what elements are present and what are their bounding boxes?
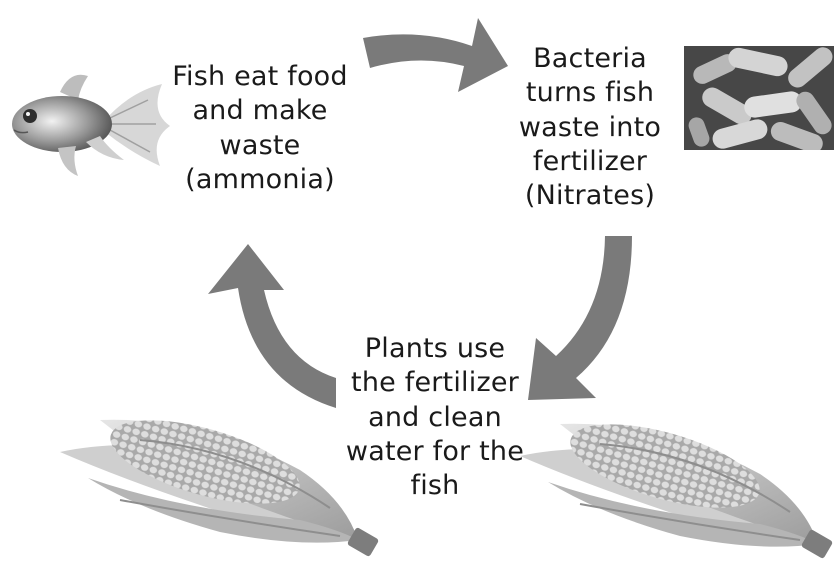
- plants-step-text: Plants use the fertilizer and clean wate…: [325, 332, 545, 503]
- goldfish-image: [12, 75, 170, 176]
- fish-step-text: Fish eat food and make waste (ammonia): [150, 60, 370, 197]
- corn-image-right: [520, 407, 833, 559]
- bacteria-step-text: Bacteria turns fish waste into fertilize…: [510, 42, 670, 213]
- arrow-fish-to-bacteria: [363, 18, 508, 92]
- bacteria-image: [684, 43, 834, 155]
- arrow-plants-to-fish: [208, 244, 336, 408]
